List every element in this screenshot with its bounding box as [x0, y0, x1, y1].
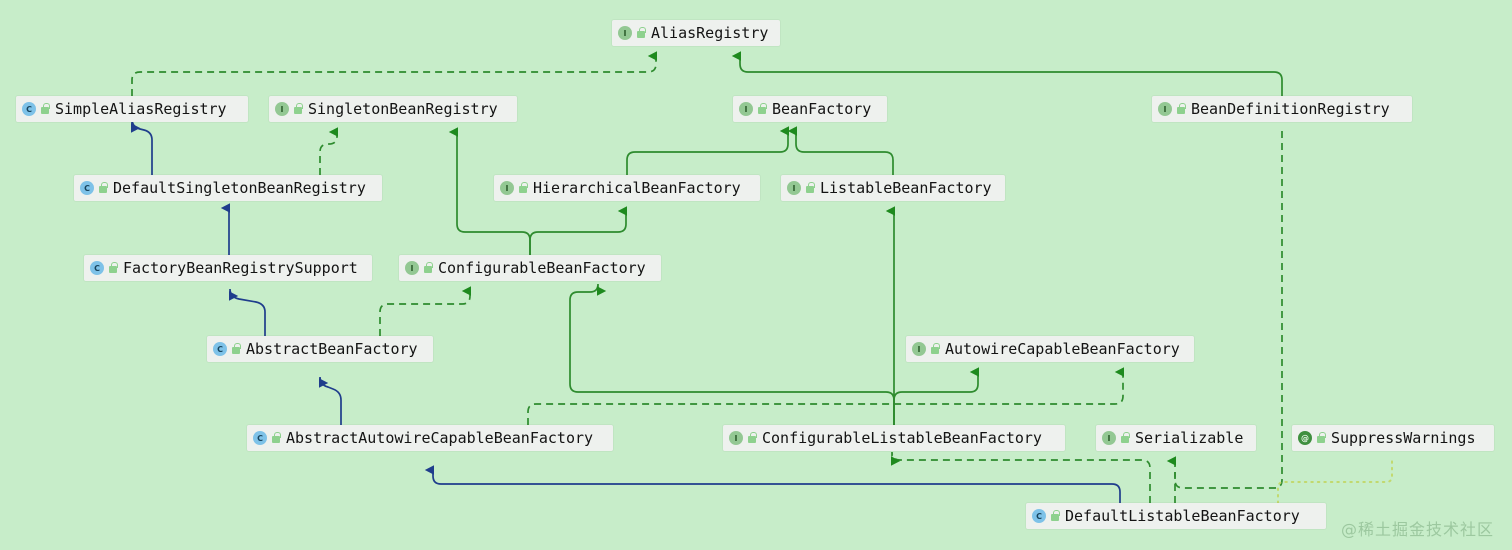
edge-configurablelistablebeanfactory-extends-configurablebeanfactory: [569, 283, 895, 425]
interface-icon: I: [787, 181, 801, 195]
lock-icon: [1315, 432, 1326, 444]
class-icon: C: [90, 261, 104, 275]
lock-icon: [1175, 103, 1186, 115]
node-factorybeanregistrysupport[interactable]: C FactoryBeanRegistrySupport: [84, 255, 372, 281]
node-label: BeanDefinitionRegistry: [1191, 100, 1390, 118]
edge-hierarchicalbeanfactory-extends-beanfactory: [626, 126, 790, 175]
lock-icon: [517, 182, 528, 194]
lock-icon: [804, 182, 815, 194]
edge-defaultlistablebeanfactory-annotated-suppresswarnings: [1277, 460, 1393, 504]
interface-icon: I: [912, 342, 926, 356]
node-configurablelistablebeanfactory[interactable]: I ConfigurableListableBeanFactory: [723, 425, 1065, 451]
node-singletonbeanregistry[interactable]: I SingletonBeanRegistry: [269, 96, 517, 122]
node-configurablebeanfactory[interactable]: I ConfigurableBeanFactory: [399, 255, 661, 281]
edge-defaultsingletonbeanregistry-implements-singletonbeanregistry: [319, 127, 339, 175]
lock-icon: [422, 262, 433, 274]
watermark: @稀土掘金技术社区: [1340, 520, 1494, 539]
node-label: HierarchicalBeanFactory: [533, 179, 741, 197]
edge-defaultlistablebeanfactory-implements-configurablelistablebeanfactory: [890, 451, 1151, 503]
node-simplealiasregistry[interactable]: C SimpleAliasRegistry: [16, 96, 248, 122]
node-label: AbstractBeanFactory: [246, 340, 418, 358]
edge-simplealiasregistry-implements-aliasregistry: [131, 51, 658, 96]
node-label: SuppressWarnings: [1331, 429, 1476, 447]
interface-icon: I: [1158, 102, 1172, 116]
node-aliasregistry[interactable]: I AliasRegistry: [612, 20, 780, 46]
lock-icon: [270, 432, 281, 444]
lock-icon: [292, 103, 303, 115]
edge-defaultsingletonbeanregistry-extends-simplealiasregistry: [130, 118, 153, 175]
node-label: SimpleAliasRegistry: [55, 100, 227, 118]
edge-listablebeanfactory-extends-beanfactory: [787, 126, 894, 175]
node-defaultlistablebeanfactory[interactable]: C DefaultListableBeanFactory: [1026, 503, 1326, 529]
node-label: Serializable: [1135, 429, 1244, 447]
node-label: DefaultSingletonBeanRegistry: [113, 179, 366, 197]
node-beanfactory[interactable]: I BeanFactory: [733, 96, 887, 122]
class-icon: C: [213, 342, 227, 356]
edge-abstractautowirecapablebeanfactory-implements-autowirecapablebeanfactory: [527, 367, 1125, 425]
interface-icon: I: [618, 26, 632, 40]
interface-icon: I: [739, 102, 753, 116]
node-label: AutowireCapableBeanFactory: [945, 340, 1180, 358]
node-beandefinitionregistry[interactable]: I BeanDefinitionRegistry: [1152, 96, 1412, 122]
class-icon: C: [80, 181, 94, 195]
interface-icon: I: [275, 102, 289, 116]
lock-icon: [1119, 432, 1130, 444]
class-icon: C: [253, 431, 267, 445]
class-icon: C: [22, 102, 36, 116]
edge-configurablebeanfactory-extends-hierarchicalbeanfactory: [529, 206, 628, 255]
edge-abstractbeanfactory-extends-factorybeanregistrysupport: [228, 288, 266, 336]
interface-icon: I: [500, 181, 514, 195]
node-serializable[interactable]: I Serializable: [1096, 425, 1256, 451]
annotation-icon: @: [1298, 431, 1312, 445]
lock-icon: [1049, 510, 1060, 522]
edge-beandefinitionregistry-extends-aliasregistry: [731, 51, 1283, 96]
edge-abstractautowirecapablebeanfactory-extends-abstractbeanfactory: [318, 376, 342, 425]
lock-icon: [746, 432, 757, 444]
edge-defaultlistablebeanfactory-extends-abstractautowirecapablebeanfactory: [424, 465, 1121, 503]
node-abstractbeanfactory[interactable]: C AbstractBeanFactory: [207, 336, 433, 362]
lock-icon: [929, 343, 940, 355]
lock-icon: [39, 103, 50, 115]
interface-icon: I: [729, 431, 743, 445]
class-icon: C: [1032, 509, 1046, 523]
lock-icon: [635, 27, 646, 39]
edge-abstractbeanfactory-implements-configurablebeanfactory: [379, 286, 472, 336]
node-listablebeanfactory[interactable]: I ListableBeanFactory: [781, 175, 1005, 201]
lock-icon: [107, 262, 118, 274]
interface-icon: I: [1102, 431, 1116, 445]
lock-icon: [230, 343, 241, 355]
node-suppresswarnings[interactable]: @ SuppressWarnings: [1292, 425, 1494, 451]
node-label: ListableBeanFactory: [820, 179, 992, 197]
node-hierarchicalbeanfactory[interactable]: I HierarchicalBeanFactory: [494, 175, 760, 201]
node-autowirecapablebeanfactory[interactable]: I AutowireCapableBeanFactory: [906, 336, 1194, 362]
node-label: BeanFactory: [772, 100, 872, 118]
node-defaultsingletonbeanregistry[interactable]: C DefaultSingletonBeanRegistry: [74, 175, 382, 201]
node-abstractautowirecapablebeanfactory[interactable]: C AbstractAutowireCapableBeanFactory: [247, 425, 613, 451]
edge-configurablelistablebeanfactory-extends-autowirecapablebeanfactory: [893, 367, 980, 425]
interface-icon: I: [405, 261, 419, 275]
lock-icon: [756, 103, 767, 115]
node-label: SingletonBeanRegistry: [308, 100, 498, 118]
lock-icon: [97, 182, 108, 194]
node-label: AliasRegistry: [651, 24, 769, 42]
node-label: AbstractAutowireCapableBeanFactory: [286, 429, 594, 447]
node-label: ConfigurableBeanFactory: [438, 259, 646, 277]
node-label: ConfigurableListableBeanFactory: [762, 429, 1042, 447]
node-label: FactoryBeanRegistrySupport: [123, 259, 358, 277]
node-label: DefaultListableBeanFactory: [1065, 507, 1300, 525]
